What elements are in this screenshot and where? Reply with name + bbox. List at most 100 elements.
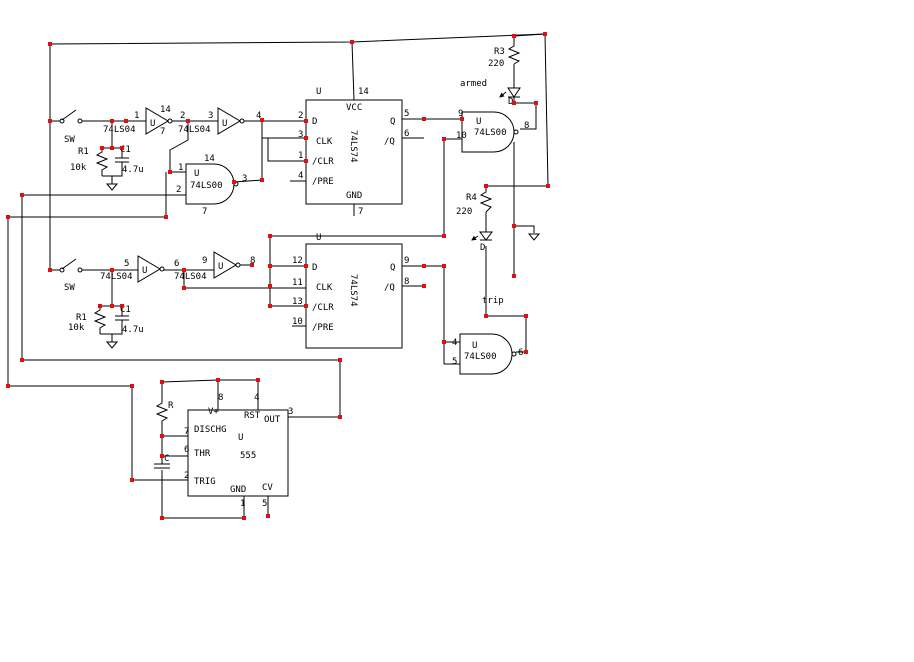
inv1-pin-out: 2: [180, 111, 185, 121]
junction-node: [546, 184, 550, 188]
junction-node: [512, 274, 516, 278]
timer-unit: U: [238, 433, 243, 443]
junction-node: [20, 193, 24, 197]
r3-feed-wire: [513, 33, 546, 44]
junction-node: [160, 454, 164, 458]
timer-555-ic: R C V+ RST OUT U 555 DISCHG THR TRIG GND…: [154, 393, 293, 509]
junction-node: [304, 304, 308, 308]
c1a-value: 4.7u: [122, 165, 144, 175]
timer-trig-label: TRIG: [194, 477, 216, 487]
resistor-timer-r: [155, 400, 169, 428]
junction-node: [160, 434, 164, 438]
switch-1: SW: [59, 109, 83, 145]
junction-node: [48, 119, 52, 123]
ff1-unit: U: [316, 87, 321, 97]
inv2-part: 74LS04: [178, 125, 211, 135]
right-rail-wire: [544, 33, 549, 187]
junction-node: [524, 314, 528, 318]
trip-label: trip: [482, 296, 504, 306]
nand2-pin-b: 10: [456, 131, 467, 141]
junction-node: [268, 234, 272, 238]
inv2-pin-in: 3: [208, 111, 213, 121]
junction-node: [268, 284, 272, 288]
inv2-pin-out: 4: [256, 111, 261, 121]
junction-node: [422, 117, 426, 121]
nand-gate-2: U 74LS00 9 10 8: [456, 109, 529, 153]
junction-node: [304, 119, 308, 123]
ground-symbol-2: [105, 341, 119, 349]
timer-cv-label: CV: [262, 483, 273, 493]
inv4-pin-in: 9: [202, 256, 207, 266]
nand1-pin-out: 3: [242, 174, 247, 184]
nand1-part: 74LS00: [190, 181, 223, 191]
ff2-qn-label: /Q: [384, 283, 395, 293]
ff1-pin-clk: 3: [298, 130, 303, 140]
ground-symbol-3: [527, 233, 541, 241]
inv2-unit: U: [222, 119, 227, 129]
ff2-pin-pre: 10: [292, 317, 303, 327]
junction-node: [216, 378, 220, 382]
junction-node: [160, 516, 164, 520]
r1b-name: R1: [76, 313, 87, 323]
junction-node: [250, 263, 254, 267]
junction-node: [260, 118, 264, 122]
junction-node: [422, 264, 426, 268]
nand1-pin-vcc: 14: [204, 154, 215, 164]
ff2-clr-label: /CLR: [312, 303, 334, 313]
flipflop-ic-1: U 14 VCC GND 7 D CLK /CLR /PRE Q /Q 2 3 …: [298, 87, 409, 217]
junction-node: [304, 136, 308, 140]
flipflop-ic-2: U D CLK /CLR /PRE Q /Q 12 11 13 10 9 8 7…: [292, 233, 409, 349]
junction-node: [100, 146, 104, 150]
resistor-r1a: [95, 148, 109, 176]
inverter-4: U 74LS04 9 8: [174, 251, 255, 282]
r3-led-armed: R3 220 D armed: [460, 44, 521, 107]
led2-name: D: [480, 243, 485, 253]
junction-node: [98, 304, 102, 308]
ff1-pre-label: /PRE: [312, 177, 334, 187]
nand1-pin-a: 1: [178, 163, 183, 173]
junction-node: [164, 215, 168, 219]
ff1-d-label: D: [312, 117, 317, 127]
ff1-pin-q: 5: [404, 109, 409, 119]
inverter-2: U 74LS04 3 4: [178, 107, 261, 135]
r4-value: 220: [456, 207, 472, 217]
timer-gnd-label: GND: [230, 485, 246, 495]
nand1-pin-gnd: 7: [202, 207, 207, 217]
junction-node: [110, 304, 114, 308]
junction-node: [160, 380, 164, 384]
top-rail-wire: [49, 33, 546, 45]
junction-node: [338, 415, 342, 419]
timer-trig-loop-wire: [7, 217, 188, 481]
junction-node: [130, 478, 134, 482]
junction-node: [442, 340, 446, 344]
junction-node: [110, 119, 114, 123]
armed-label: armed: [460, 79, 487, 89]
junction-node: [304, 264, 308, 268]
r1b-value: 10k: [68, 323, 85, 333]
r1a-value: 10k: [70, 163, 87, 173]
switch-2: SW: [59, 258, 83, 293]
junction-node: [20, 358, 24, 362]
ff1-clk-label: CLK: [316, 137, 333, 147]
junction-node: [512, 34, 516, 38]
inv4-unit: U: [218, 262, 223, 272]
nand3-pin-out: 6: [518, 348, 523, 358]
inverter-3: U 74LS04 5 6: [100, 255, 179, 283]
ff2-pin-clk: 11: [292, 278, 303, 288]
inv1-part: 74LS04: [103, 125, 136, 135]
r4-led-trip: R4 220 D trip: [456, 186, 541, 306]
nand2-pin-out: 8: [524, 121, 529, 131]
nand1-pin-b: 2: [176, 185, 181, 195]
ff1-part: 74LS74: [348, 130, 358, 163]
timer-pin-disch: 7: [184, 427, 189, 437]
junction-node: [524, 350, 528, 354]
ff2-pin-q: 9: [404, 256, 409, 266]
junction-nodes: [6, 32, 550, 520]
ff2-pre-label: /PRE: [312, 323, 334, 333]
timer-pin-cv: 5: [262, 499, 267, 509]
ff1-gnd-label: GND: [346, 191, 362, 201]
ff2-pin-qn: 8: [404, 277, 409, 287]
junction-node: [182, 268, 186, 272]
inv3-pin-in: 5: [124, 259, 129, 269]
